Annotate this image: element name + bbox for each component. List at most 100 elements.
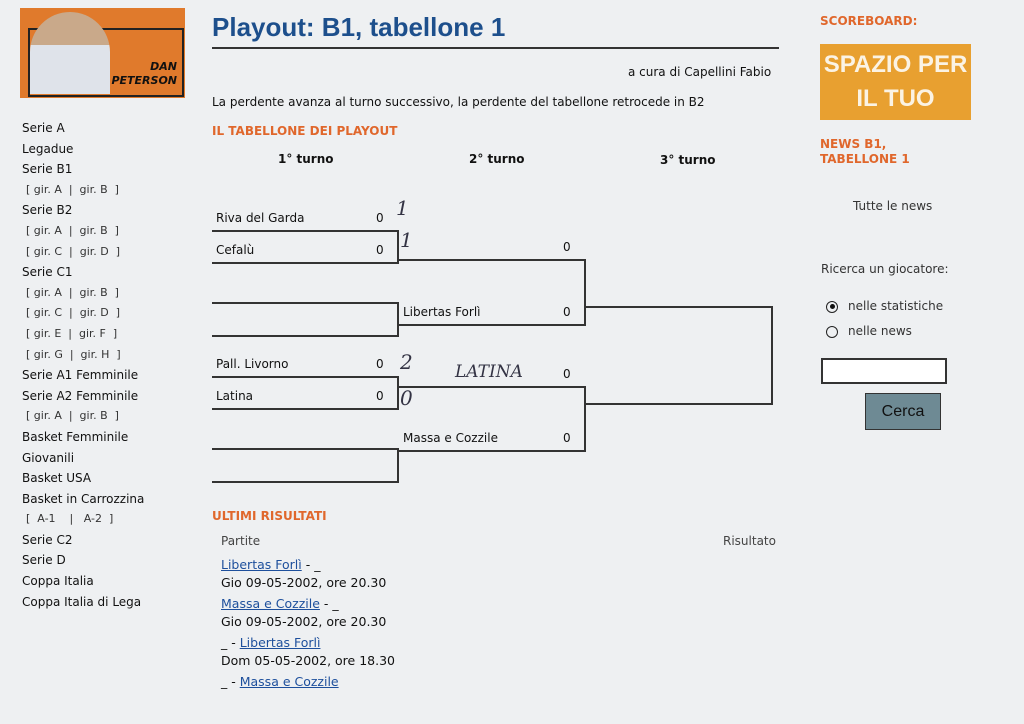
radio-label: nelle news bbox=[848, 324, 912, 338]
radio-stats[interactable]: nelle statistiche bbox=[826, 299, 943, 313]
bracket-connector bbox=[584, 386, 586, 452]
bracket-connector bbox=[771, 306, 773, 405]
match-date: Gio 09-05-2002, ore 20.30 bbox=[221, 575, 387, 590]
bracket-line bbox=[398, 450, 586, 452]
handwritten-note: 1 bbox=[396, 196, 409, 220]
away-team-link[interactable]: Massa e Cozzile bbox=[239, 674, 339, 689]
handwritten-note: 2 bbox=[400, 350, 413, 374]
portrait-image bbox=[30, 12, 110, 94]
handwritten-note: LATINA bbox=[455, 362, 523, 382]
nav-item[interactable]: Basket Femminile bbox=[22, 429, 129, 444]
bracket-line bbox=[398, 324, 586, 326]
ad-text: SPAZIO PER bbox=[823, 51, 968, 78]
result-row: Massa e Cozzile - _Gio 09-05-2002, ore 2… bbox=[221, 595, 395, 631]
nav-item[interactable]: Serie A bbox=[22, 121, 65, 135]
radio-news[interactable]: nelle news bbox=[826, 324, 912, 338]
col-result: Risultato bbox=[723, 534, 776, 548]
bracket-connector bbox=[397, 376, 399, 410]
nav-item[interactable]: Coppa Italia di Lega bbox=[22, 594, 142, 609]
nav-item[interactable]: Serie A2 Femminile bbox=[22, 388, 139, 403]
home-team-link[interactable]: Libertas Forlì bbox=[221, 557, 302, 572]
bracket-line bbox=[398, 259, 586, 261]
team-name: Riva del Garda bbox=[216, 211, 305, 225]
bracket-connector bbox=[397, 230, 399, 264]
bracket-line bbox=[212, 302, 399, 304]
nav-item[interactable]: Serie C1 bbox=[22, 265, 73, 280]
player-search-input[interactable] bbox=[821, 358, 947, 384]
round-3-header: 3° turno bbox=[660, 153, 716, 167]
title-divider bbox=[212, 47, 779, 49]
bracket-line bbox=[212, 408, 399, 410]
bracket-line bbox=[585, 306, 773, 308]
result-row: _ - Massa e Cozzile bbox=[221, 673, 395, 691]
team-score: 0 bbox=[376, 211, 384, 225]
nav-subgroup-links[interactable]: [ gir. A | gir. B ] bbox=[26, 223, 119, 237]
bracket-connector bbox=[397, 448, 399, 483]
bracket-line bbox=[398, 386, 586, 388]
results-list: Libertas Forlì - _ Gio 09-05-2002, ore 20… bbox=[221, 556, 395, 694]
nav-item[interactable]: Coppa Italia bbox=[22, 574, 94, 589]
team-name: Latina bbox=[216, 389, 254, 403]
nav-item[interactable]: Giovanili bbox=[22, 450, 75, 465]
away-team-link[interactable]: _ bbox=[314, 557, 321, 572]
away-team-link[interactable]: Libertas Forlì bbox=[239, 635, 321, 650]
team-name: Cefalù bbox=[216, 243, 255, 257]
nav-item[interactable]: Basket USA bbox=[22, 471, 92, 486]
home-team-link[interactable]: Massa e Cozzile bbox=[221, 596, 320, 611]
bracket-line bbox=[212, 230, 399, 232]
logo-frame bbox=[28, 28, 184, 97]
nav-item[interactable]: Serie B2 bbox=[22, 203, 73, 218]
handwritten-note: 1 bbox=[400, 228, 413, 252]
team-score: 0 bbox=[563, 240, 571, 254]
nav-subgroup-links[interactable]: [ gir. A | gir. B ] bbox=[26, 285, 119, 299]
description: La perdente avanza al turno successivo, … bbox=[212, 95, 705, 109]
all-news-link[interactable]: Tutte le news bbox=[853, 199, 933, 213]
nav-item[interactable]: Legadue bbox=[22, 141, 74, 156]
nav-subgroup-links[interactable]: [ gir. G | gir. H ] bbox=[26, 347, 121, 361]
away-team-link[interactable]: _ bbox=[332, 596, 339, 611]
bracket-line bbox=[212, 262, 399, 264]
nav-item[interactable]: Serie B1 bbox=[22, 162, 73, 177]
scoreboard-label: SCOREBOARD: bbox=[820, 14, 918, 28]
team-score: 0 bbox=[563, 305, 571, 319]
bracket-line bbox=[212, 448, 399, 450]
bracket-connector bbox=[584, 259, 586, 326]
nav-subgroup-links[interactable]: [ gir. E | gir. F ] bbox=[26, 326, 118, 340]
bracket-line bbox=[212, 335, 399, 337]
bracket-line bbox=[212, 481, 399, 483]
author: a cura di Capellini Fabio bbox=[628, 65, 772, 79]
team-score: 0 bbox=[376, 389, 384, 403]
nav-subgroup-links[interactable]: [ A-1 | A-2 ] bbox=[26, 512, 114, 526]
separator: - bbox=[301, 557, 315, 572]
radio-icon[interactable] bbox=[826, 325, 838, 338]
match-date: Dom 05-05-2002, ore 18.30 bbox=[221, 653, 395, 668]
bracket-line bbox=[585, 403, 773, 405]
nav-subgroup-links[interactable]: [ gir. A | gir. B ] bbox=[26, 409, 119, 423]
home-team-link[interactable]: _ bbox=[221, 674, 228, 689]
bracket-line bbox=[212, 376, 399, 378]
page-title: Playout: B1, tabellone 1 bbox=[212, 12, 506, 42]
match-date: Gio 09-05-2002, ore 20.30 bbox=[221, 614, 387, 629]
search-button[interactable]: Cerca bbox=[865, 393, 941, 430]
nav-item[interactable]: Serie C2 bbox=[22, 532, 73, 547]
nav-subgroup-links[interactable]: [ gir. C | gir. D ] bbox=[26, 306, 121, 320]
news-title: NEWS B1,TABELLONE 1 bbox=[820, 137, 910, 166]
bracket-connector bbox=[397, 302, 399, 337]
nav-subgroup-links[interactable]: [ gir. A | gir. B ] bbox=[26, 182, 119, 196]
team-score: 0 bbox=[563, 367, 571, 381]
results-heading: ULTIMI RISULTATI bbox=[212, 509, 327, 523]
nav-item[interactable]: Basket in Carrozzina bbox=[22, 491, 145, 506]
home-team-link[interactable]: _ bbox=[221, 635, 228, 650]
nav-item[interactable]: Serie D bbox=[22, 553, 66, 568]
radio-selected-icon[interactable] bbox=[826, 300, 838, 313]
team-name: Libertas Forlì bbox=[403, 305, 481, 319]
separator: - bbox=[227, 674, 240, 689]
team-score: 0 bbox=[376, 357, 384, 371]
nav-subgroup-links[interactable]: [ gir. C | gir. D ] bbox=[26, 244, 121, 258]
nav-item[interactable]: Serie A1 Femminile bbox=[22, 368, 139, 383]
